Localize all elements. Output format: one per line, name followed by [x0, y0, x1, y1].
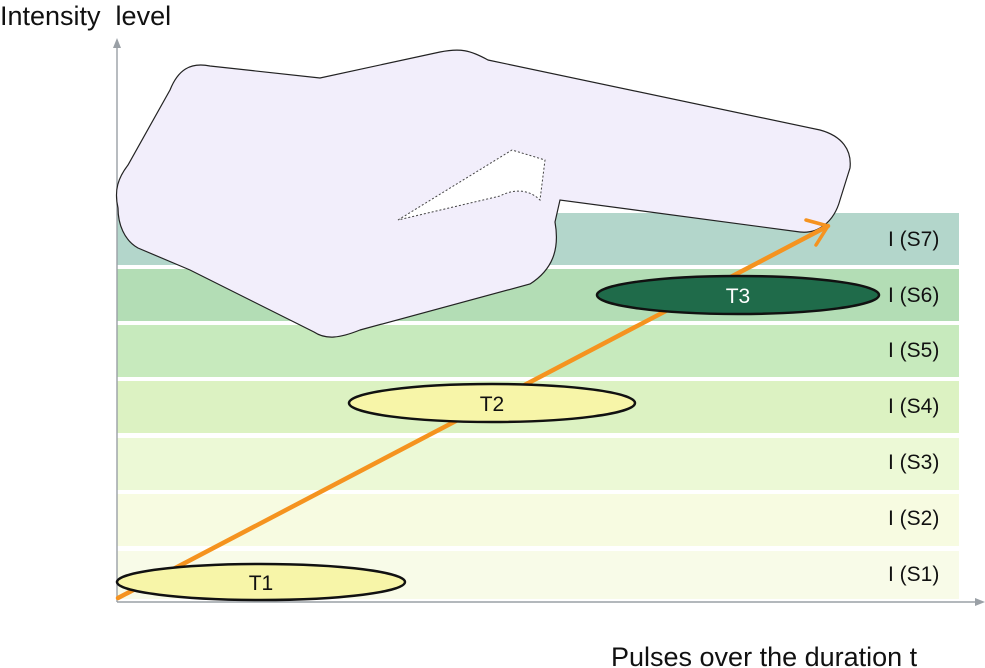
- x-axis-title: Pulses over the duration t: [611, 642, 918, 668]
- arrow-head: [804, 218, 830, 247]
- band-label-s7: I (S7): [888, 228, 939, 251]
- task-t3-ellipse: [595, 274, 881, 316]
- task-t3-label: T3: [726, 285, 751, 308]
- task-t1-ellipse: [115, 562, 407, 602]
- task-t1-label: T1: [249, 572, 274, 595]
- task-t2-ellipse: [347, 382, 637, 424]
- band-s2: [117, 494, 959, 546]
- band-label-s6: I (S6): [888, 284, 939, 307]
- y-axis-title: Intensity level: [0, 1, 171, 31]
- task-t2-label: T2: [480, 393, 505, 416]
- band-label-s2: I (S2): [888, 507, 939, 530]
- band-label-s1: I (S1): [888, 563, 939, 586]
- x-axis-arrowhead: [975, 598, 985, 606]
- band-label-s3: I (S3): [888, 451, 939, 474]
- hand-finger-gap: [397, 149, 546, 221]
- y-axis-arrowhead: [113, 38, 121, 48]
- band-label-s5: I (S5): [888, 339, 939, 362]
- pointing-hand-icon: [115, 49, 851, 338]
- band-s3: [117, 438, 959, 490]
- band-s5: [117, 325, 959, 377]
- task-markers: T1 T2 T3: [115, 274, 881, 602]
- axes: [113, 38, 985, 606]
- band-label-s4: I (S4): [888, 395, 939, 418]
- band-labels: I (S1) I (S2) I (S3) I (S4) I (S5) I (S6…: [888, 228, 939, 586]
